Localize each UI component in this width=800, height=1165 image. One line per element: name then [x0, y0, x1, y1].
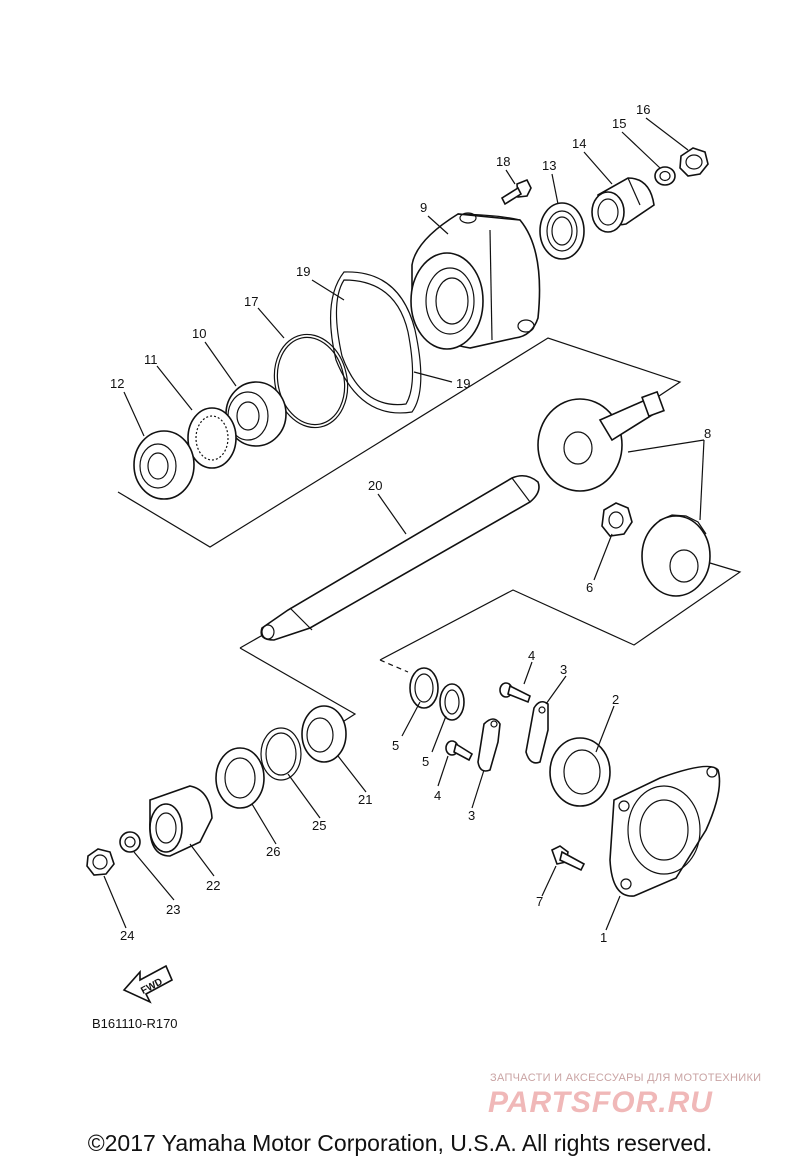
assembly-outline-lower — [379, 559, 742, 673]
callout-4a: 4 — [528, 648, 535, 663]
part-13-oil-seal — [539, 202, 585, 260]
figure-code: B161110-R170 — [92, 1016, 178, 1031]
fwd-arrow-icon: FWD — [122, 964, 174, 1004]
part-15-washer — [654, 166, 676, 186]
callout-6: 6 — [586, 580, 593, 595]
callout-10: 10 — [192, 326, 206, 341]
part-17-o-ring — [273, 333, 349, 429]
part-2-bearing — [549, 737, 611, 807]
callout-22: 22 — [206, 878, 220, 893]
callout-2: 2 — [612, 692, 619, 707]
callout-25: 25 — [312, 818, 326, 833]
callout-7: 7 — [536, 894, 543, 909]
part-8-bevel-gear-pinion — [537, 390, 665, 492]
part-6-nut — [601, 502, 633, 537]
callout-20: 20 — [368, 478, 382, 493]
leader-lines — [103, 117, 705, 931]
callout-17: 17 — [244, 294, 258, 309]
callout-5b: 5 — [422, 754, 429, 769]
watermark-tagline: ЗАПЧАСТИ И АКСЕССУАРЫ ДЛЯ МОТОТЕХНИКИ — [490, 1072, 762, 1084]
callout-13: 13 — [542, 158, 556, 173]
callout-3b: 3 — [468, 808, 475, 823]
part-7-bolt — [551, 845, 586, 872]
callout-labels: 16 15 14 13 18 9 19 17 10 11 12 19 8 20 … — [110, 102, 711, 945]
callout-14: 14 — [572, 136, 586, 151]
part-11-needle-bearing — [187, 407, 237, 469]
callout-12: 12 — [110, 376, 124, 391]
callout-24: 24 — [120, 928, 134, 943]
callout-18: 18 — [496, 154, 510, 169]
part-12-bearing — [133, 430, 195, 500]
watermark-logo: PARTSFOR.RU — [488, 1086, 713, 1119]
part-5-shim-a — [409, 667, 439, 709]
callout-19b: 19 — [456, 376, 470, 391]
callout-15: 15 — [612, 116, 626, 131]
callout-5a: 5 — [392, 738, 399, 753]
callout-11: 11 — [144, 352, 158, 367]
part-9-housing — [410, 212, 541, 350]
callout-19a: 19 — [296, 264, 310, 279]
part-3-plate-b — [477, 718, 501, 772]
callout-1: 1 — [600, 930, 607, 945]
part-24-nut — [86, 848, 115, 876]
part-25-circlip — [260, 727, 302, 781]
part-5-shim-b — [439, 683, 465, 721]
part-4-bolt-a — [499, 682, 531, 704]
part-4-bolt-b — [445, 740, 474, 762]
part-21-bearing — [301, 705, 347, 763]
part-3-plate-a — [525, 700, 549, 764]
part-18-bolt — [500, 178, 532, 206]
callout-8: 8 — [704, 426, 711, 441]
part-23-washer — [119, 831, 141, 853]
assembly-outline-upper — [117, 337, 682, 548]
part-20-shaft — [260, 474, 540, 641]
callout-9: 9 — [420, 200, 427, 215]
callout-4b: 4 — [434, 788, 441, 803]
part-16-nut — [679, 147, 709, 177]
part-8-bevel-gear-ring — [641, 514, 711, 597]
part-19-gasket — [329, 271, 422, 414]
part-22-coupling — [149, 785, 213, 857]
callout-3a: 3 — [560, 662, 567, 677]
callout-21: 21 — [358, 792, 372, 807]
part-14-coupling — [591, 177, 655, 233]
callout-16: 16 — [636, 102, 650, 117]
callout-23: 23 — [166, 902, 180, 917]
part-1-case — [609, 765, 721, 897]
callout-26: 26 — [266, 844, 280, 859]
part-26-oil-seal — [215, 747, 265, 809]
copyright-notice: ©2017 Yamaha Motor Corporation, U.S.A. A… — [87, 1130, 713, 1156]
